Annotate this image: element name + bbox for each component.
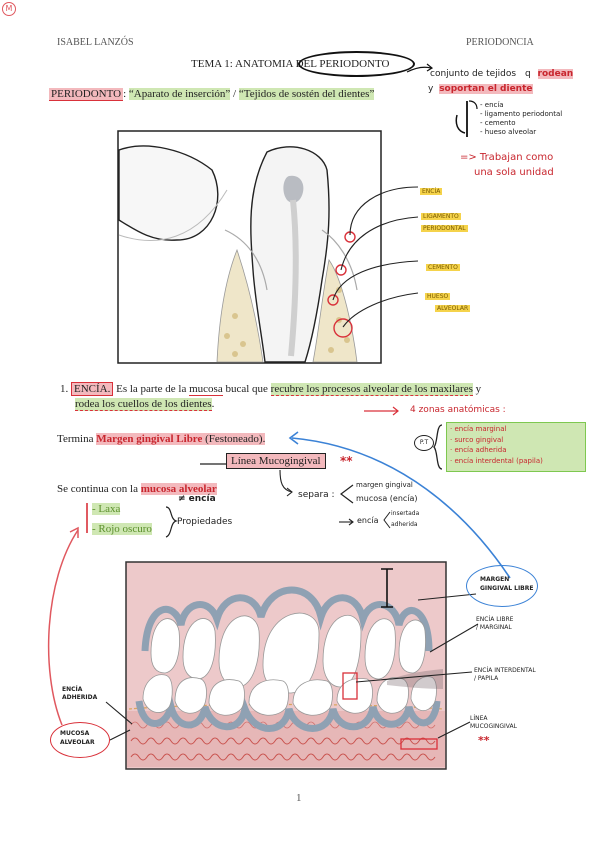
separa-arrow [279, 469, 293, 497]
mucosa-alveolar-bubble [50, 722, 110, 758]
encia-insertada-2: adherida [391, 521, 418, 528]
margen-gingival-label: MARGEN GINGIVAL LIBRE [480, 576, 534, 592]
side-note-rodean: rodean [537, 69, 574, 79]
blue-link-arrow [288, 431, 511, 579]
encia-text-3: y [472, 383, 482, 395]
encia-libre-label: ENCÍA LIBRE / MARGINAL [476, 616, 514, 631]
mucogingival-label: Línea Mucogingival [226, 453, 326, 469]
zonas-item: · surco gingival [450, 435, 504, 444]
continua-neq: ≠ encía [178, 494, 216, 504]
side-note-soportan: soportan el diente [439, 84, 533, 94]
diagram2-leaders [105, 593, 479, 741]
encia-insertada-brace [383, 511, 391, 529]
side-note-line-2: y soportan el diente [428, 84, 533, 94]
termina-suffix: (Festoneado). [202, 433, 266, 445]
side-note-text-1: conjunto de tejidos [430, 69, 517, 79]
mucosa-alveolar-label: MUCOSA ALVEOLAR [60, 730, 95, 746]
encia-recubre: recubre los procesos alveolar de los max… [270, 383, 473, 396]
definition-term: PERIODONTO [49, 88, 124, 101]
header-subject: PERIODONCIA [466, 37, 534, 48]
continua-prefix: Se continua con la [57, 483, 141, 495]
badge-letter: M [5, 4, 13, 13]
title-prefix: TEMA 1: ANATOMIA DEL [191, 58, 320, 70]
encia-number: 1. [60, 383, 69, 395]
zonas-arrow [364, 406, 399, 416]
side-note-unit-2: una sola unidad [474, 167, 554, 178]
continua-item-rojo: - Rojo oscuro [92, 523, 152, 535]
termina-line: Termina Margen gingival Libre (Festonead… [57, 433, 266, 445]
zonas-item: · encía interdental (papila) [450, 456, 543, 465]
linea-mucogingival-label: LÍNEA MUCOGINGIVAL [470, 715, 517, 730]
side-note-item: - encía [480, 101, 504, 109]
encia-insertada-1: insertada [391, 510, 420, 517]
termina-term: Margen gingival Libre [96, 433, 203, 445]
encia-rodea: rodea los cuellos de los dientes [75, 398, 212, 411]
definition-quote-1: “Aparato de inserción” [128, 88, 231, 100]
title-circle-mark [298, 51, 415, 77]
encia-period: . [211, 398, 215, 410]
termina-prefix: Termina [57, 433, 97, 445]
side-note-y: y [428, 84, 434, 94]
propiedades-label: Propiedades [177, 517, 233, 527]
definition-slash: / [230, 88, 239, 100]
page-badge: M [2, 2, 16, 16]
continua-item-laxa: - Laxa [92, 503, 121, 515]
side-note-q: q [524, 69, 531, 79]
zonas-brace [433, 424, 443, 470]
continua-red-bar [86, 503, 88, 533]
mucogingival-stars: ** [340, 454, 353, 468]
zonas-title: 4 zonas anatómicas : [410, 405, 506, 415]
encia-line-1: 1. ENCÍA. Es la parte de la mucosa bucal… [60, 382, 482, 396]
definition-colon: : [123, 88, 129, 100]
encia-mucosa: mucosa [189, 383, 223, 396]
propiedades-brace [165, 506, 178, 538]
side-note-unit-1: => Trabajan como [460, 152, 554, 163]
diagram1-leaders [332, 186, 419, 328]
periodontium-diagram [117, 130, 382, 364]
separa-item-1: margen gingival [356, 481, 413, 489]
margen-gingival-bubble [466, 565, 538, 607]
header-author: ISABEL LANZÓS [57, 37, 134, 48]
side-note-list: - encía - ligamento periodontal - cement… [480, 101, 562, 137]
side-note-item: - cemento [480, 119, 516, 127]
periodonto-arrow [406, 63, 434, 73]
definition-line: PERIODONTO: “Aparato de inserción” / “Te… [49, 88, 375, 101]
encia-insertada-label: encía [357, 516, 379, 525]
zonas-list: · encía marginal · surco gingival · encí… [450, 424, 543, 466]
side-note-item: - hueso alveolar [480, 128, 537, 136]
label-hueso: HUESO ALVEOLAR [425, 293, 471, 312]
red-link-arrow [47, 526, 79, 726]
encia-insertada-arrow [339, 518, 354, 526]
mucogingival-box: Línea Mucogingival [226, 453, 326, 469]
separa-brace [340, 484, 354, 504]
continua-term: mucosa alveolar [140, 483, 217, 495]
side-note-bracket [455, 100, 478, 137]
label-cemento: CEMENTO [426, 264, 460, 271]
label-ligamento: LIGAMENTO PERIODONTAL [421, 213, 468, 232]
encia-text-1: Es la parte de la [113, 383, 190, 395]
label-encia: ENCÍA [420, 188, 443, 195]
zonas-item: · encía adherida [450, 446, 507, 454]
encia-interdental-label: ENCÍA INTERDENTAL / PAPILA [474, 667, 536, 682]
zonas-item: · encía marginal [450, 425, 507, 433]
pt-mark: P.T [414, 435, 434, 451]
definition-quote-2: “Tejidos de sostén del dientes” [238, 88, 375, 100]
continua-line: Se continua con la mucosa alveolar [57, 483, 217, 495]
separa-label: separa : [298, 490, 335, 500]
page-number: 1 [296, 792, 302, 804]
encia-text-2: bucal que [222, 383, 271, 395]
side-note-line-1: conjunto de tejidos q rodean [430, 69, 574, 79]
side-note-item: - ligamento periodontal [480, 110, 563, 118]
encia-term: ENCÍA. [71, 382, 114, 396]
separa-item-2: mucosa (encía) [356, 494, 418, 503]
gingiva-diagram [125, 561, 447, 770]
mucogingival-line [200, 463, 230, 465]
encia-line-2: rodea los cuellos de los dientes. [75, 398, 215, 411]
encia-adherida-label: ENCÍA ADHERIDA [62, 686, 98, 701]
zonas-box [446, 422, 586, 472]
linea-stars: ** [478, 734, 490, 747]
